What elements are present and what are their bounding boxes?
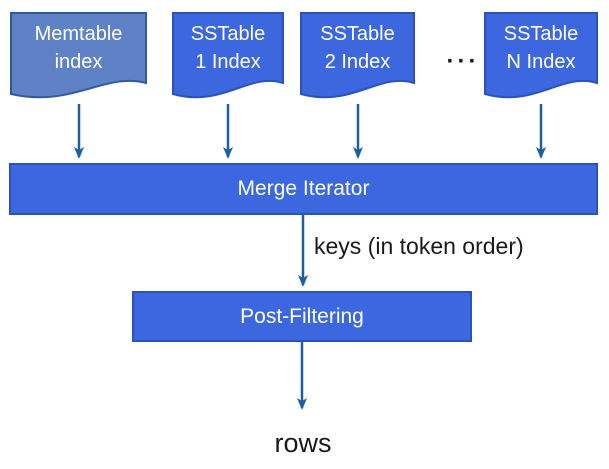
node-label-line1: SSTable bbox=[503, 23, 579, 45]
merge-iterator-label: Merge Iterator bbox=[237, 177, 370, 200]
document-shape-icon bbox=[300, 12, 415, 99]
node-post-filtering: Post-Filtering bbox=[132, 291, 472, 342]
ellipsis-more-sstables: ··· bbox=[446, 48, 480, 75]
node-label: SSTable 1 Index bbox=[172, 20, 284, 76]
node-merge-iterator: Merge Iterator bbox=[9, 163, 598, 215]
post-filtering-label: Post-Filtering bbox=[240, 304, 364, 328]
document-shape-icon bbox=[10, 12, 147, 99]
node-label-line2: 1 Index bbox=[195, 51, 261, 73]
node-label-line1: Memtable bbox=[34, 23, 123, 45]
node-sstable-2-index: SSTable 2 Index bbox=[300, 12, 415, 104]
node-label: SSTable N Index bbox=[484, 20, 598, 76]
node-label-line1: SSTable bbox=[190, 23, 266, 45]
node-label: SSTable 2 Index bbox=[300, 20, 415, 76]
node-sstable-1-index: SSTable 1 Index bbox=[172, 12, 284, 104]
node-sstable-n-index: SSTable N Index bbox=[484, 12, 598, 104]
keys-edge-label: keys (in token order) bbox=[314, 233, 524, 259]
rows-output-label: rows bbox=[274, 428, 332, 458]
node-label-line2: index bbox=[54, 51, 103, 73]
node-memtable-index: Memtable index bbox=[10, 12, 147, 104]
node-label-line1: SSTable bbox=[320, 23, 395, 45]
node-label: Memtable index bbox=[10, 20, 147, 76]
node-label-line2: N Index bbox=[506, 51, 576, 73]
document-shape-icon bbox=[484, 12, 598, 99]
node-label-line2: 2 Index bbox=[324, 51, 391, 73]
document-shape-icon bbox=[172, 12, 284, 99]
